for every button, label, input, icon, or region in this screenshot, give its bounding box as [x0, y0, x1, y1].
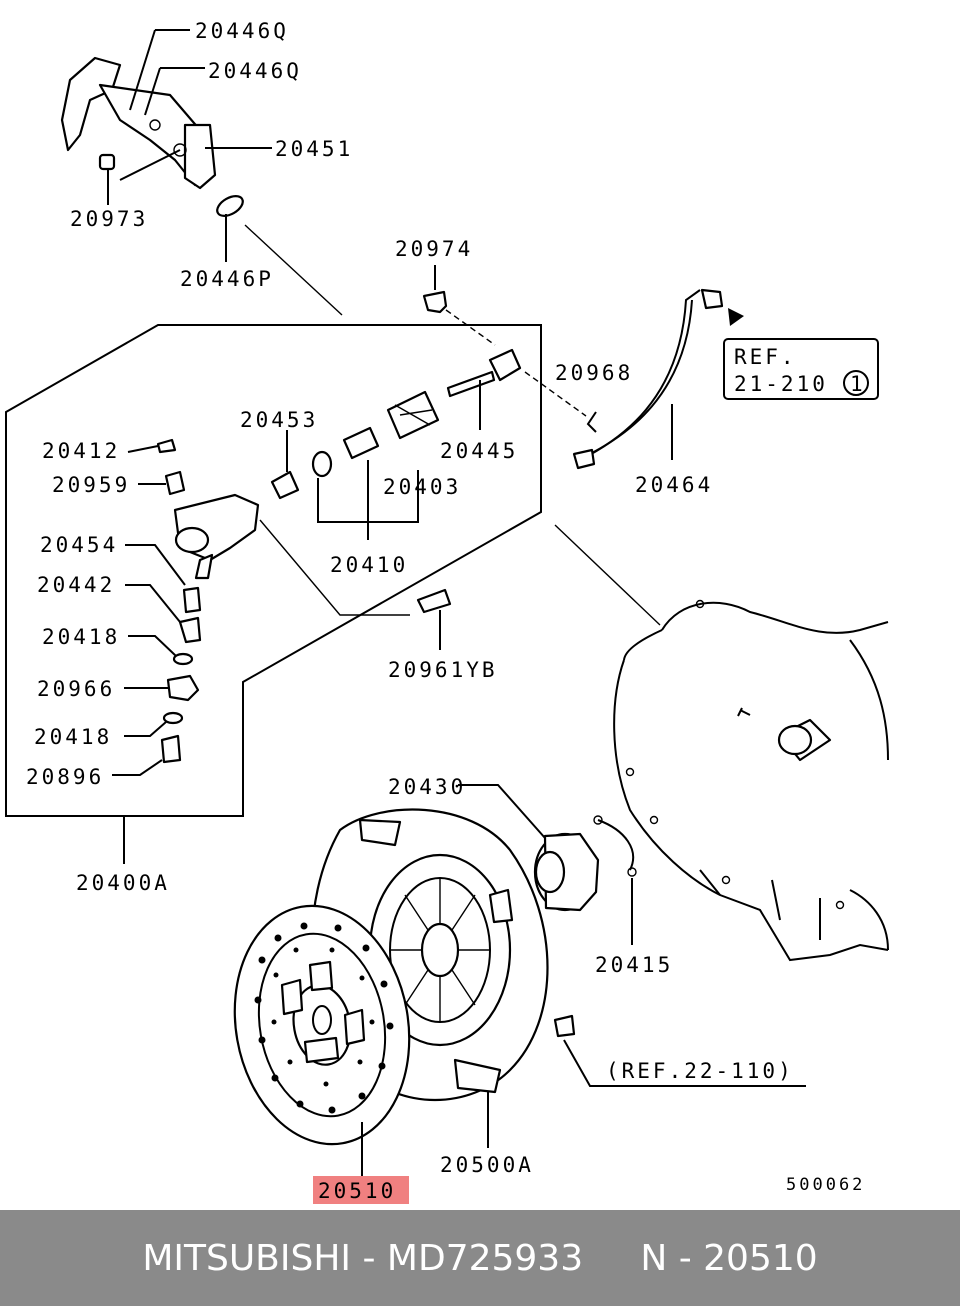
transmission-housing-drawing — [613, 599, 889, 962]
label-20500a: 20500A — [440, 1153, 534, 1177]
label-20410: 20410 — [330, 553, 408, 577]
part-info-text: MITSUBISHI - MD725933 N - 20510 — [142, 1237, 818, 1279]
label-20400a: 20400A — [76, 871, 170, 895]
label-20453: 20453 — [240, 408, 318, 432]
exploded-parts-diagram: 20446Q 20446Q 20451 20973 20446P 20974 2… — [5, 19, 889, 1204]
label-20442: 20442 — [37, 573, 115, 597]
clutch-disc-drawing — [233, 904, 411, 1146]
label-20446q-a: 20446Q — [195, 19, 289, 43]
label-20968: 20968 — [555, 361, 633, 385]
highlight-20510 — [313, 1176, 409, 1204]
ref-21-210-box — [723, 338, 879, 400]
label-20896: 20896 — [26, 765, 104, 789]
label-20973: 20973 — [70, 207, 148, 231]
label-20446q-b: 20446Q — [208, 59, 302, 83]
release-fork-drawing — [60, 56, 217, 190]
label-20412: 20412 — [42, 439, 120, 463]
label-20446p: 20446P — [180, 267, 274, 291]
ref-21-210-line1: REF. — [734, 345, 797, 369]
label-20403: 20403 — [383, 475, 461, 499]
label-20959: 20959 — [52, 473, 130, 497]
label-20415: 20415 — [595, 953, 673, 977]
label-20418-a: 20418 — [42, 625, 120, 649]
label-20961yb: 20961YB — [388, 658, 498, 682]
ref-22-110: (REF.22-110) — [606, 1059, 794, 1083]
label-20974: 20974 — [395, 237, 473, 261]
label-20510: 20510 — [318, 1179, 396, 1203]
label-20430: 20430 — [388, 775, 466, 799]
diagram-code: 500062 — [786, 1175, 865, 1195]
label-20445: 20445 — [440, 439, 518, 463]
part-info-bar: MITSUBISHI - MD725933 N - 20510 — [0, 1210, 960, 1306]
ref-21-210-line2: 21-210 — [734, 372, 828, 396]
ref-21-210-circle: 1 — [850, 372, 866, 396]
label-20454: 20454 — [40, 533, 118, 557]
label-20451: 20451 — [275, 137, 353, 161]
group-box-20400a — [5, 324, 542, 817]
label-20464: 20464 — [635, 473, 713, 497]
label-20966: 20966 — [37, 677, 115, 701]
label-20418-b: 20418 — [34, 725, 112, 749]
